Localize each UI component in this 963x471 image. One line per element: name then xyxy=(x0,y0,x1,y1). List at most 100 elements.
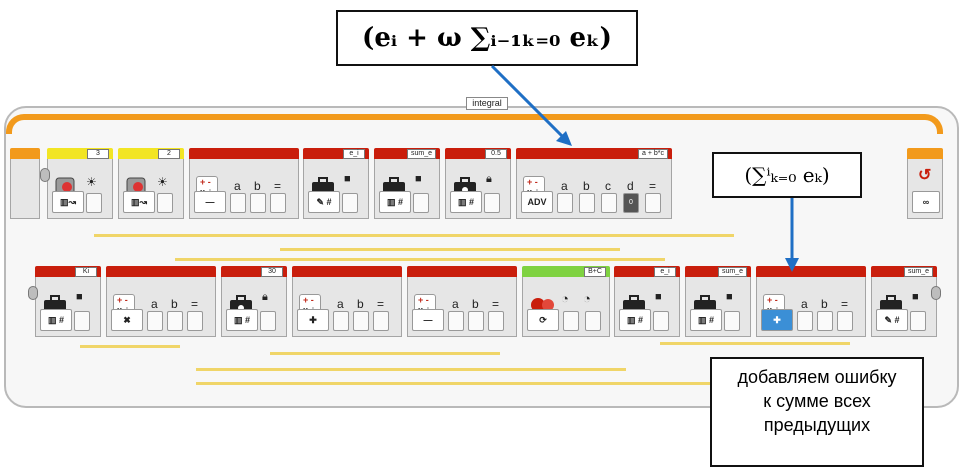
small-suitcase-icon: ■ xyxy=(912,291,919,303)
result-pin[interactable] xyxy=(373,311,389,331)
loop-top-bar[interactable] xyxy=(6,114,943,134)
input-a-pin[interactable] xyxy=(333,311,349,331)
mode-selector[interactable]: ✎ # xyxy=(876,309,908,331)
math-subtract-block-1[interactable]: + -x ÷ a b = — xyxy=(189,148,299,226)
value-pin[interactable] xyxy=(260,311,276,331)
value-pin[interactable] xyxy=(74,311,90,331)
mode-selector[interactable]: ✎ # xyxy=(308,191,340,213)
variable-name[interactable]: sum_e xyxy=(717,267,747,277)
constant-value[interactable]: 0.5 xyxy=(485,149,507,159)
input-b-pin[interactable] xyxy=(167,311,183,331)
value-pin[interactable] xyxy=(484,193,500,213)
math-advanced-block[interactable]: a + b*c + -x ÷ a b c d = ADV 0 xyxy=(516,148,672,226)
input-a-pin[interactable] xyxy=(230,193,246,213)
variable-ki-block[interactable]: Ki ■ ▥ # xyxy=(28,266,101,344)
input-a-pin[interactable] xyxy=(448,311,464,331)
constant-05-block[interactable]: 0.5 🔒︎ ▥ # xyxy=(445,148,511,226)
math-body: + -x ÷ a b = ✚ xyxy=(756,277,866,337)
variable-write-sume-block[interactable]: sum_e ■ ✎ # xyxy=(871,266,941,344)
input-a-pin[interactable] xyxy=(557,193,573,213)
sun-icon: ☀ xyxy=(86,175,97,189)
sequence-plug-in[interactable] xyxy=(28,286,38,300)
result-pin[interactable] xyxy=(488,311,504,331)
result-label: = xyxy=(377,297,385,311)
variable-body: ■ ▥ # xyxy=(685,277,751,337)
mode-selector[interactable]: ▥ # xyxy=(690,309,722,331)
color-sensor-block-2[interactable]: 2 ☀ ▥↝ xyxy=(118,148,184,226)
mode-selector[interactable]: — xyxy=(194,191,226,213)
input-a-label: a xyxy=(561,179,568,193)
variable-read-ei-block[interactable]: e_i ■ ▥ # xyxy=(614,266,680,344)
formula-label[interactable]: a + b*c xyxy=(638,149,668,159)
result-label: = xyxy=(274,179,282,193)
mode-selector[interactable]: ▥↝ xyxy=(123,191,155,213)
variable-name[interactable]: Ki xyxy=(75,267,97,277)
input-b-pin[interactable] xyxy=(817,311,833,331)
mode-selector[interactable]: ✚ xyxy=(297,309,329,331)
math-multiply-block[interactable]: + -x ÷ a b = ✖ xyxy=(106,266,216,344)
mode-selector[interactable]: ▥ # xyxy=(40,309,72,331)
wire xyxy=(196,368,626,371)
mode-selector[interactable]: ⟳ xyxy=(527,309,559,331)
sequence-plug-in[interactable] xyxy=(40,168,50,182)
result-pin[interactable] xyxy=(837,311,853,331)
port-label[interactable]: 3 xyxy=(87,149,109,159)
variable-header: e_i xyxy=(303,148,369,159)
input-d-pin[interactable]: 0 xyxy=(623,193,639,213)
color-sensor-block-1[interactable]: 3 ☀ ▥↝ xyxy=(40,148,113,226)
mode-selector[interactable]: — xyxy=(412,309,444,331)
math-body: + -x ÷ a b = ✖ xyxy=(106,277,216,337)
input-b-pin[interactable] xyxy=(468,311,484,331)
math-add-block-2[interactable]: + -x ÷ a b = ✚ xyxy=(756,266,866,344)
loop-mode-selector[interactable]: ∞ xyxy=(912,191,940,213)
sequence-plug-out[interactable] xyxy=(931,286,941,300)
math-add-block-1[interactable]: + -x ÷ a b = ✚ xyxy=(292,266,402,344)
result-pin[interactable] xyxy=(187,311,203,331)
variable-name[interactable]: sum_e xyxy=(406,149,436,159)
port-label[interactable]: 2 xyxy=(158,149,180,159)
mode-selector[interactable]: ▥ # xyxy=(450,191,482,213)
value-pin[interactable] xyxy=(342,193,358,213)
constant-30-block[interactable]: 30 🔒︎ ▥ # xyxy=(221,266,287,344)
mode-selector[interactable]: ▥ # xyxy=(226,309,258,331)
motor-icon xyxy=(529,292,555,318)
variable-write-ei-block[interactable]: e_i ■ ✎ # xyxy=(303,148,369,226)
variable-read-sume-block-2[interactable]: sum_e ■ ▥ # xyxy=(685,266,751,344)
move-tank-block[interactable]: B+C ◔ ◔ ⟳ xyxy=(522,266,610,344)
input-b-pin[interactable] xyxy=(353,311,369,331)
loop-start-block[interactable] xyxy=(10,148,40,226)
input-a-pin[interactable] xyxy=(797,311,813,331)
mode-selector[interactable]: ✚ xyxy=(761,309,793,331)
input-a-pin[interactable] xyxy=(147,311,163,331)
constant-value[interactable]: 30 xyxy=(261,267,283,277)
loop-end-block[interactable]: ↺ ∞ xyxy=(907,148,943,226)
variable-name[interactable]: e_i xyxy=(654,267,676,277)
value-pin[interactable] xyxy=(653,311,669,331)
value-pin[interactable] xyxy=(724,311,740,331)
input-b-pin[interactable] xyxy=(579,193,595,213)
mode-selector[interactable]: ADV xyxy=(521,191,553,213)
variable-name[interactable]: e_i xyxy=(343,149,365,159)
math-subtract-block-2[interactable]: + -x ÷ a b = — xyxy=(407,266,517,344)
result-pin[interactable] xyxy=(270,193,286,213)
output-pin[interactable] xyxy=(157,193,173,213)
mode-selector[interactable]: ▥↝ xyxy=(52,191,84,213)
loop-name-label[interactable]: integral xyxy=(466,97,508,110)
value-pin[interactable] xyxy=(910,311,926,331)
mode-selector[interactable]: ▥ # xyxy=(379,191,411,213)
result-pin[interactable] xyxy=(645,193,661,213)
input-c-pin[interactable] xyxy=(601,193,617,213)
wire xyxy=(80,345,180,348)
variable-name[interactable]: sum_e xyxy=(903,267,933,277)
motor-ports[interactable]: B+C xyxy=(584,267,606,277)
mode-selector[interactable]: ✖ xyxy=(111,309,143,331)
variable-read-sume-block[interactable]: sum_e ■ ▥ # xyxy=(374,148,440,226)
value-pin[interactable] xyxy=(413,193,429,213)
output-pin[interactable] xyxy=(86,193,102,213)
main-formula-callout: (eᵢ + ω ∑ᵢ₋₁ₖ₌₀ eₖ) xyxy=(336,10,638,66)
variable-header: e_i xyxy=(614,266,680,277)
mode-selector[interactable]: ▥ # xyxy=(619,309,651,331)
power-left-pin[interactable] xyxy=(563,311,579,331)
power-right-pin[interactable] xyxy=(585,311,601,331)
input-b-pin[interactable] xyxy=(250,193,266,213)
